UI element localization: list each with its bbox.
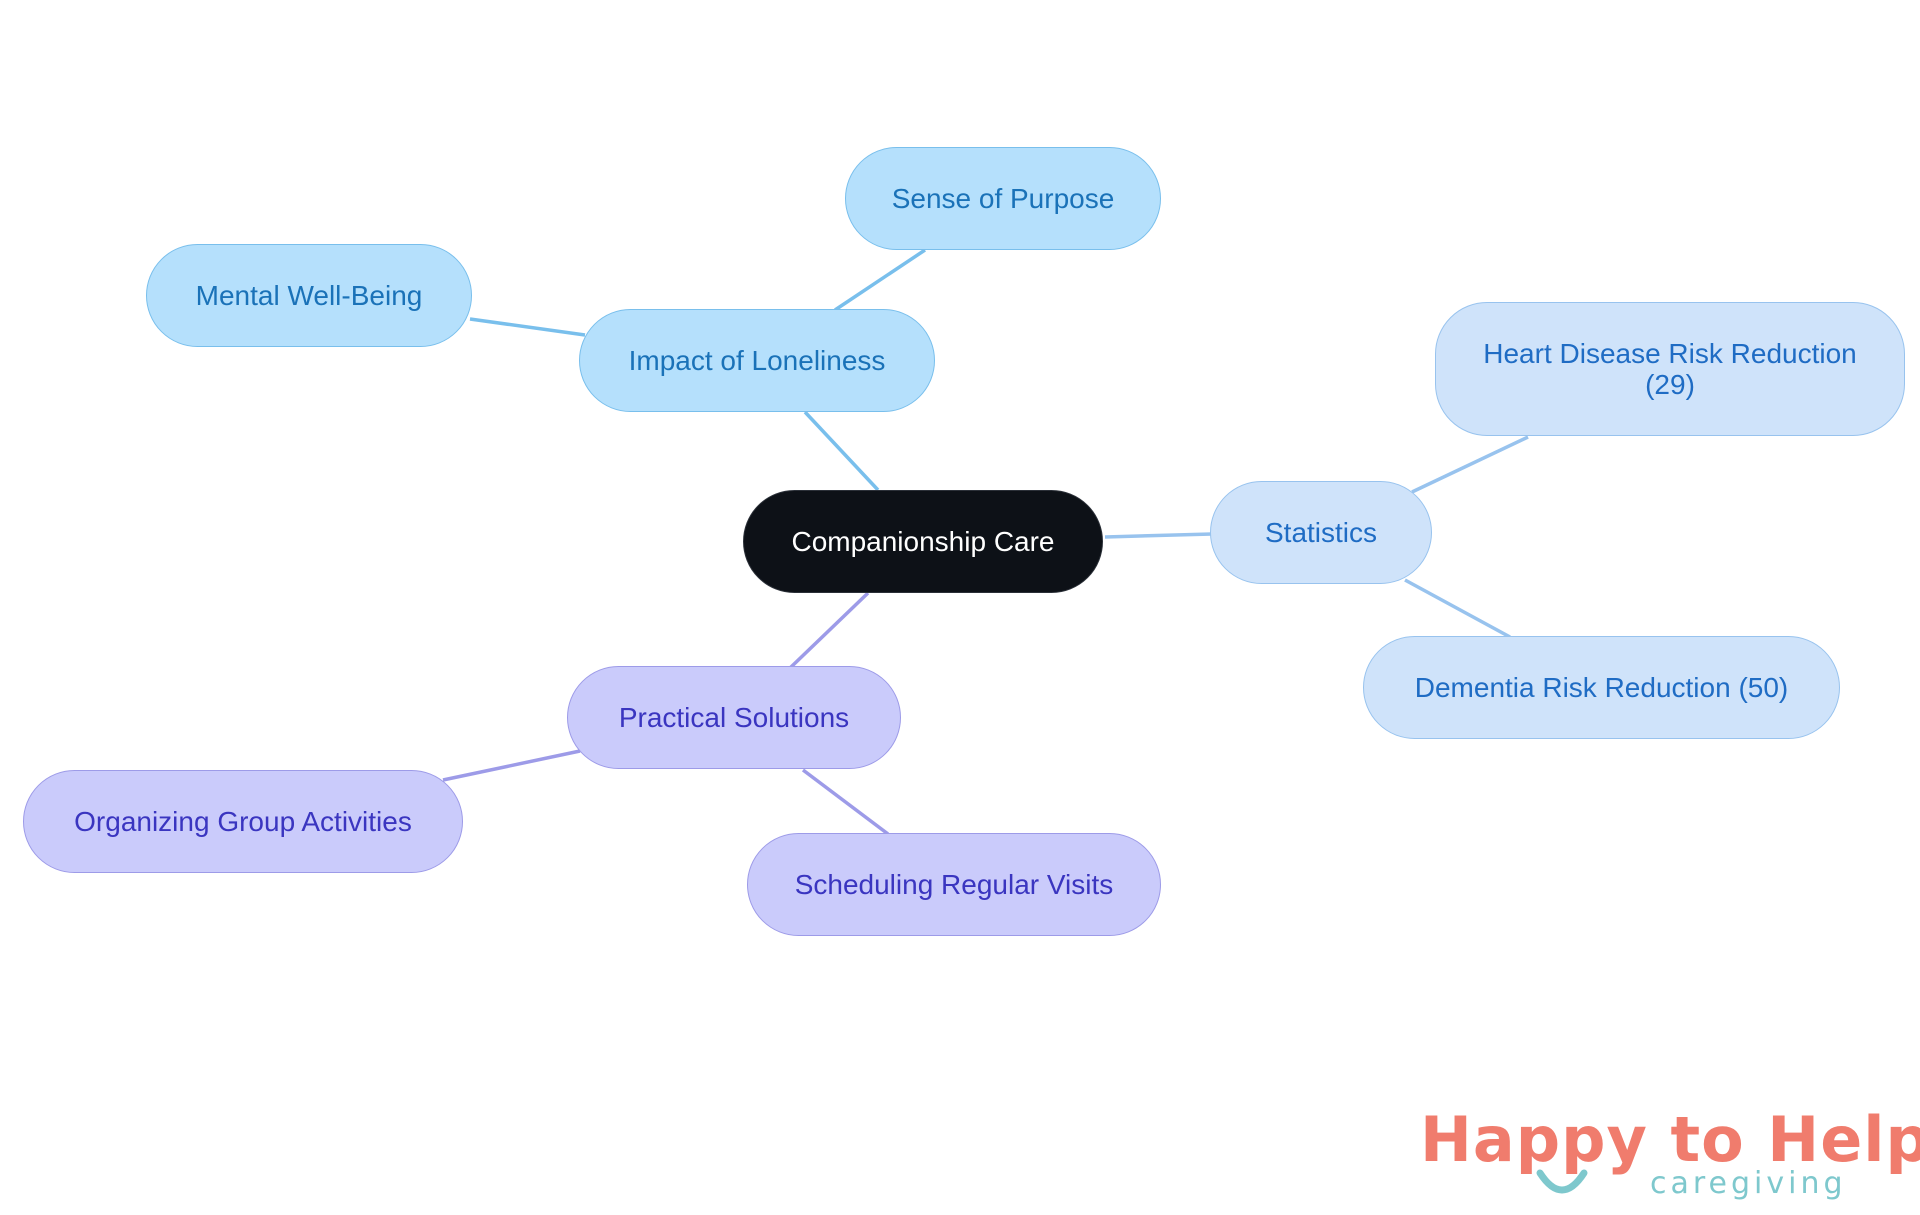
- node-companionship-care: Companionship Care: [743, 490, 1103, 593]
- logo-main-text: Happy to Help: [1420, 1103, 1920, 1176]
- edge-solutions-group: [442, 749, 581, 782]
- node-scheduling-regular-visits: Scheduling Regular Visits: [747, 833, 1161, 936]
- logo-sub-text: caregiving: [1650, 1166, 1847, 1201]
- edge-root-loneliness: [803, 410, 880, 492]
- edge-statistics-heart: [1411, 435, 1529, 494]
- edge-solutions-visits: [801, 768, 890, 836]
- edge-statistics-dementia: [1404, 578, 1511, 639]
- node-practical-solutions: Practical Solutions: [567, 666, 901, 769]
- node-mental-well-being: Mental Well-Being: [146, 244, 472, 347]
- node-organizing-group-activities: Organizing Group Activities: [23, 770, 463, 873]
- edge-loneliness-purpose: [834, 248, 926, 312]
- node-heart-disease-risk-reduction: Heart Disease Risk Reduction (29): [1435, 302, 1905, 436]
- edge-root-statistics: [1104, 532, 1213, 539]
- edge-root-solutions: [788, 591, 870, 670]
- node-impact-of-loneliness: Impact of Loneliness: [579, 309, 935, 412]
- edge-loneliness-wellbeing: [469, 317, 586, 337]
- happy-to-help-logo: Happy to Help caregiving: [1420, 1105, 1920, 1205]
- smile-icon: [1536, 1169, 1588, 1194]
- node-dementia-risk-reduction: Dementia Risk Reduction (50): [1363, 636, 1840, 739]
- node-statistics: Statistics: [1210, 481, 1432, 584]
- node-sense-of-purpose: Sense of Purpose: [845, 147, 1161, 250]
